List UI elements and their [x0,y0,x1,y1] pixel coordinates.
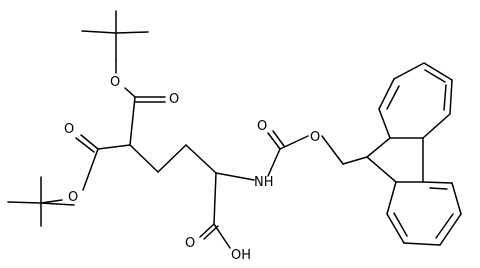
atom-labels: O O O O O O NH O OH [64,75,320,263]
ester-oxygen-label: O [110,75,120,90]
carbonyl-oxygen-label: O [64,122,74,137]
ester-oxygen-label: O [68,190,78,205]
amine-nh-label: NH [254,175,274,190]
ester-oxygen-label: O [310,130,320,145]
carboxyl-oxygen-label: O [185,236,195,251]
carbonyl-oxygen-label: O [257,119,267,134]
carbonyl-oxygen-label: O [169,92,179,107]
hydroxyl-oh-label: OH [231,248,251,263]
bonds [7,10,462,249]
